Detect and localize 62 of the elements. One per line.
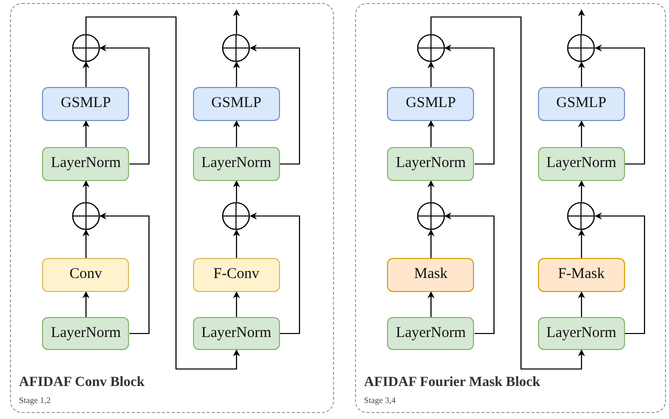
layer-box: Conv: [42, 258, 130, 292]
layer-box: GSMLP: [192, 86, 280, 121]
arrow: [82, 120, 90, 147]
arrow: [233, 180, 240, 202]
sum-circle: [222, 202, 250, 230]
arrow: [428, 291, 434, 317]
layer-box: GSMLP: [42, 86, 130, 121]
arrow: [428, 61, 434, 87]
layer-box: GSMLP: [538, 86, 625, 121]
layer-box: LayerNorm: [192, 316, 280, 350]
layer-box: GSMLP: [387, 86, 474, 121]
arrow: [578, 61, 585, 87]
arrow: [233, 61, 240, 87]
block-panel: [10, 3, 334, 413]
layer-box: Mask: [387, 258, 474, 292]
arrow: [578, 291, 585, 317]
arrow: [82, 180, 90, 202]
arrow: [250, 212, 300, 334]
arrow: [428, 120, 434, 147]
layer-box: LayerNorm: [192, 146, 280, 181]
arrow: [233, 291, 240, 317]
sum-circle: [416, 202, 445, 230]
arrow: [233, 229, 240, 258]
sum-circle: [416, 34, 445, 62]
arrow: [578, 180, 585, 202]
arrow: [82, 291, 90, 317]
sum-circle: [222, 34, 250, 62]
layer-box: LayerNorm: [387, 146, 474, 181]
arrow: [99, 44, 150, 165]
arrow: [85, 16, 240, 370]
arrow: [82, 61, 90, 87]
layer-box: LayerNorm: [538, 316, 625, 350]
sum-circle: [567, 202, 596, 230]
arrow: [578, 120, 585, 147]
arrow: [578, 229, 585, 258]
arrow: [250, 44, 300, 165]
arrow: [444, 44, 495, 165]
panel-subtitle: Stage 3,4: [364, 395, 396, 405]
layer-box: F-Mask: [538, 258, 625, 292]
arrow: [594, 212, 646, 334]
arrow: [233, 9, 240, 34]
arrow: [428, 229, 434, 258]
arrow: [578, 9, 585, 34]
panel-title: AFIDAF Conv Block: [19, 375, 144, 391]
layer-box: LayerNorm: [42, 146, 130, 181]
arrow: [233, 120, 240, 147]
arrow: [430, 16, 585, 370]
layer-box: LayerNorm: [42, 316, 130, 350]
arrow: [99, 212, 150, 334]
block-panel: [355, 3, 666, 413]
panel-title: AFIDAF Fourier Mask Block: [364, 375, 540, 391]
sum-circle: [72, 34, 100, 62]
arrow: [82, 229, 90, 258]
layer-box: LayerNorm: [387, 316, 474, 350]
panel-subtitle: Stage 1,2: [19, 395, 51, 405]
sum-circle: [567, 34, 596, 62]
layer-box: LayerNorm: [538, 146, 625, 181]
arrow: [444, 212, 495, 334]
arrow: [428, 180, 434, 202]
sum-circle: [72, 202, 100, 230]
layer-box: F-Conv: [192, 258, 280, 292]
arrow: [594, 44, 646, 165]
